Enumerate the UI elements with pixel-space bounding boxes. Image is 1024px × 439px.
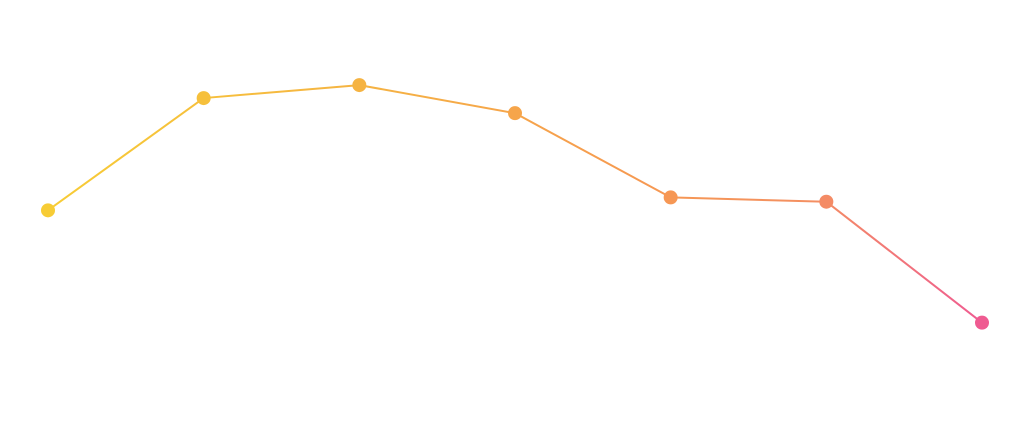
series-layer: [47, 84, 983, 324]
data-point-7[interactable]: [975, 315, 989, 330]
data-point-2[interactable]: [196, 91, 211, 106]
data-point-6[interactable]: [819, 194, 834, 209]
series-line: [47, 84, 983, 324]
data-point-3[interactable]: [352, 78, 367, 93]
data-point-4[interactable]: [508, 106, 522, 121]
data-point-1[interactable]: [41, 203, 55, 218]
points-layer: [41, 78, 989, 330]
data-point-5[interactable]: [663, 190, 678, 205]
